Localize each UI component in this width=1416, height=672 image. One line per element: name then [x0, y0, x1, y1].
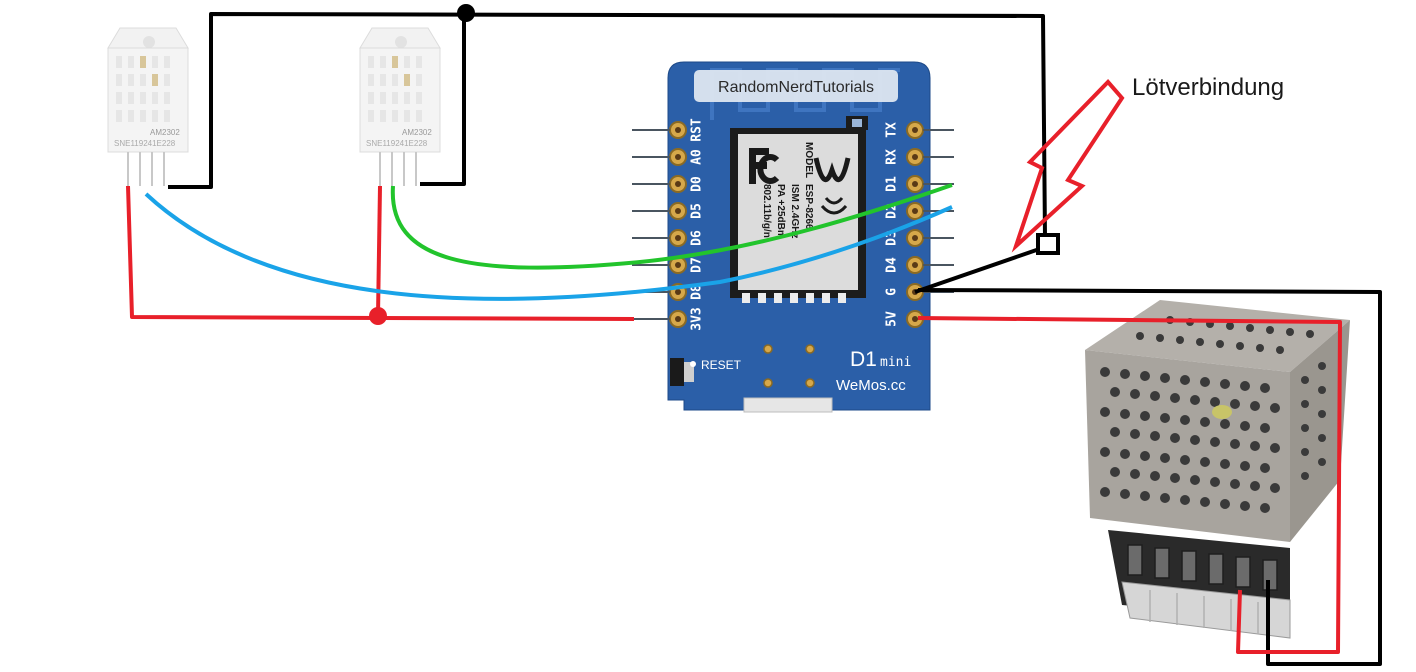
- label-d7: D7: [690, 257, 705, 273]
- terminal-screws: [1127, 544, 1278, 591]
- label-d8: D8: [690, 284, 705, 300]
- module-ism-line: ISM 2.4GHz: [789, 184, 800, 238]
- label-d5: D5: [690, 203, 705, 219]
- dht22-sensor-2: AM2302 SNE119241E228: [359, 27, 441, 186]
- wemos-logo-icon: [813, 157, 851, 215]
- sensor-2-legs: [379, 152, 417, 186]
- label-d4: D4: [885, 257, 900, 273]
- watermark-text: RandomNerdTutorials: [718, 79, 874, 96]
- module-castellations: [742, 293, 846, 303]
- vcc-wire-sensor1: [126, 185, 635, 321]
- psu-perforation: [1100, 316, 1326, 513]
- module-esp-line: ESP-8266: [803, 184, 814, 230]
- sensor-1-hole: [143, 36, 155, 48]
- terminal-block-cover: [1121, 581, 1291, 639]
- watermark-box: [694, 70, 898, 102]
- power-wires: [126, 185, 1342, 654]
- sensor-1-model: AM2302: [150, 128, 180, 137]
- led-window: [852, 119, 862, 127]
- usb-connector: [743, 397, 833, 413]
- vcc-wire-sensor2: [376, 185, 382, 317]
- sensor-1-legs: [127, 152, 165, 186]
- wemos-d1-mini-board: RandomNerdTutorials MODEL ESP-8266 ISM 2…: [632, 61, 954, 413]
- gnd-wire-sensor2: [420, 14, 466, 186]
- label-g: G: [885, 288, 900, 296]
- brand-label: WeMos.cc: [836, 377, 906, 394]
- label-d1: D1: [885, 176, 900, 192]
- reset-label: RESET: [701, 358, 742, 372]
- left-pin-labels: RST A0 D0 D5 D6 D7 D8 3V3: [690, 118, 705, 331]
- terminal-cover-ribs: [1149, 590, 1259, 634]
- data-wire-green: [390, 183, 953, 270]
- sensor-2-vent-grid: [368, 56, 422, 122]
- ground-wires: [168, 12, 1382, 666]
- sensor-2-serial: SNE119241E228: [366, 139, 428, 148]
- gnd-wire-solder-to-g: [914, 244, 1049, 294]
- sensor-2-model: AM2302: [402, 128, 432, 137]
- dht22-sensor-1: AM2302 SNE119241E228: [107, 27, 189, 186]
- label-rst: RST: [690, 118, 705, 142]
- gnd-junction-dot: [457, 4, 475, 22]
- model-label-d1: D1: [850, 348, 877, 371]
- psu-internal-component: [1212, 405, 1232, 419]
- solder-joint-box: [1036, 233, 1060, 255]
- annotation-label: Lötverbindung: [1132, 74, 1284, 101]
- sensor-1-serial: SNE119241E228: [114, 139, 176, 148]
- data-wire-blue: [144, 192, 953, 301]
- module-wifi-line: 802.11b/g/n: [761, 184, 772, 238]
- label-a0: A0: [690, 149, 705, 165]
- label-tx: TX: [885, 122, 900, 138]
- psu-top-face: [1085, 300, 1350, 372]
- solder-annotation: Lötverbindung: [1011, 74, 1284, 253]
- sensor-1-vent-grid: [116, 56, 170, 122]
- module-model-line: MODEL: [803, 142, 814, 178]
- fcc-logo: [749, 148, 780, 184]
- label-3v3: 3V3: [690, 307, 705, 330]
- label-d0: D0: [690, 176, 705, 192]
- gnd-wire-to-psu: [917, 288, 1382, 666]
- power-supply-unit: [1085, 300, 1350, 639]
- reset-button-base: [684, 362, 694, 382]
- reset-button: [670, 358, 684, 386]
- left-header-pins: [669, 121, 687, 328]
- label-d6: D6: [690, 230, 705, 246]
- gnd-wire-sensor1: [168, 12, 1047, 239]
- watermark-badge: RandomNerdTutorials: [694, 70, 898, 102]
- label-rx: RX: [885, 149, 900, 165]
- model-label-mini: mini: [880, 355, 911, 370]
- module-text-rotated: MODEL ESP-8266 ISM 2.4GHz PA +25dBm 802.…: [761, 142, 814, 239]
- sensor-2-hole: [395, 36, 407, 48]
- vcc-wire-5v-to-psu: [917, 316, 1342, 654]
- board-test-pads: [763, 344, 815, 388]
- vcc-junction-dot: [369, 307, 387, 325]
- psu-terminal-block: [1108, 530, 1291, 639]
- annotation-arrow: [1011, 79, 1125, 253]
- module-pa-line: PA +25dBm: [775, 184, 786, 239]
- psu-side-face: [1290, 320, 1350, 542]
- reset-pad: [690, 361, 696, 367]
- label-5v: 5V: [885, 311, 900, 327]
